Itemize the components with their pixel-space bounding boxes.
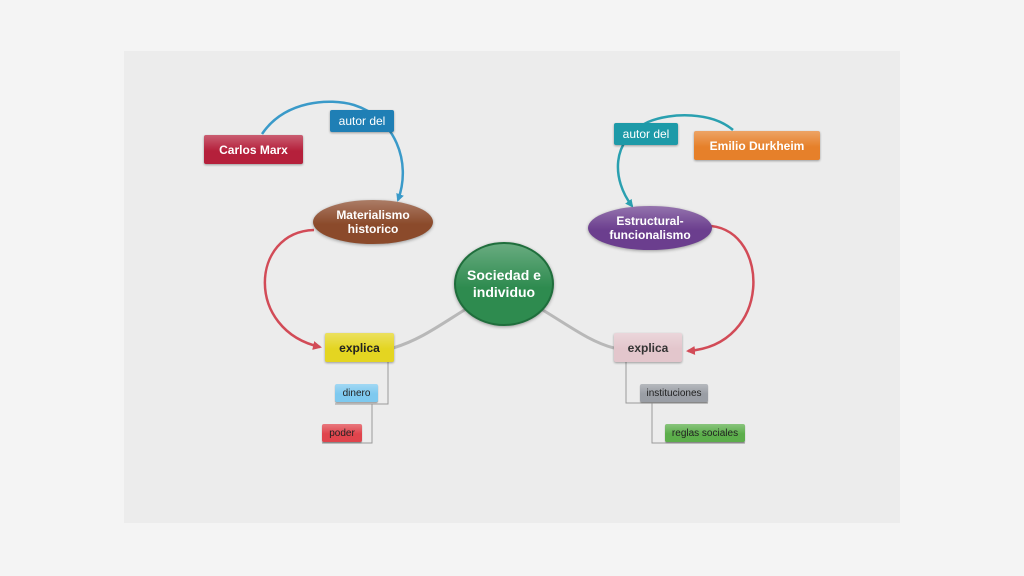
- concept-node-estructural-funcionalismo[interactable]: Estructural-funcionalismo: [588, 206, 712, 250]
- topic-tree-left-lower: [322, 404, 373, 444]
- relation-link-right: [616, 114, 734, 208]
- explains-label: explica: [627, 340, 669, 355]
- branch-link-left: [392, 307, 467, 350]
- central-topic-label: Sociedad e individuo: [467, 267, 541, 300]
- topic-node-dinero[interactable]: dinero: [335, 384, 378, 402]
- topic-label: dinero: [342, 387, 371, 399]
- topic-node-reglas-sociales[interactable]: reglas sociales: [665, 424, 745, 442]
- relation-label-right[interactable]: autor del: [614, 123, 678, 145]
- explains-node-left[interactable]: explica: [325, 333, 394, 362]
- relation-label-left[interactable]: autor del: [330, 110, 394, 132]
- topic-label: poder: [329, 427, 355, 439]
- concept-node-materialismo[interactable]: Materialismo historico: [313, 200, 433, 244]
- author-node-carlos-marx[interactable]: Carlos Marx: [204, 135, 303, 164]
- explains-label: explica: [339, 340, 380, 355]
- author-label: Carlos Marx: [219, 142, 288, 157]
- topic-label: instituciones: [646, 387, 702, 399]
- topic-tree-left: [335, 362, 389, 405]
- author-label: Emilio Durkheim: [709, 138, 805, 153]
- central-topic-node[interactable]: Sociedad e individuo: [454, 242, 554, 326]
- explains-link-right: [686, 224, 755, 355]
- topic-node-instituciones[interactable]: instituciones: [640, 384, 708, 402]
- relation-link-left: [260, 100, 405, 202]
- explains-link-left: [263, 228, 322, 350]
- topic-tree-right: [625, 362, 708, 404]
- author-node-emilio-durkheim[interactable]: Emilio Durkheim: [694, 131, 820, 160]
- branch-link-right: [540, 307, 615, 350]
- relation-text: autor del: [622, 127, 670, 141]
- relation-text: autor del: [338, 114, 386, 128]
- concept-label: Materialismo historico: [336, 208, 410, 236]
- topic-node-poder[interactable]: poder: [322, 424, 362, 442]
- explains-node-right[interactable]: explica: [614, 333, 682, 362]
- topic-tree-right-lower: [651, 403, 745, 444]
- concept-label: Estructural-funcionalismo: [609, 214, 691, 242]
- topic-label: reglas sociales: [671, 427, 739, 439]
